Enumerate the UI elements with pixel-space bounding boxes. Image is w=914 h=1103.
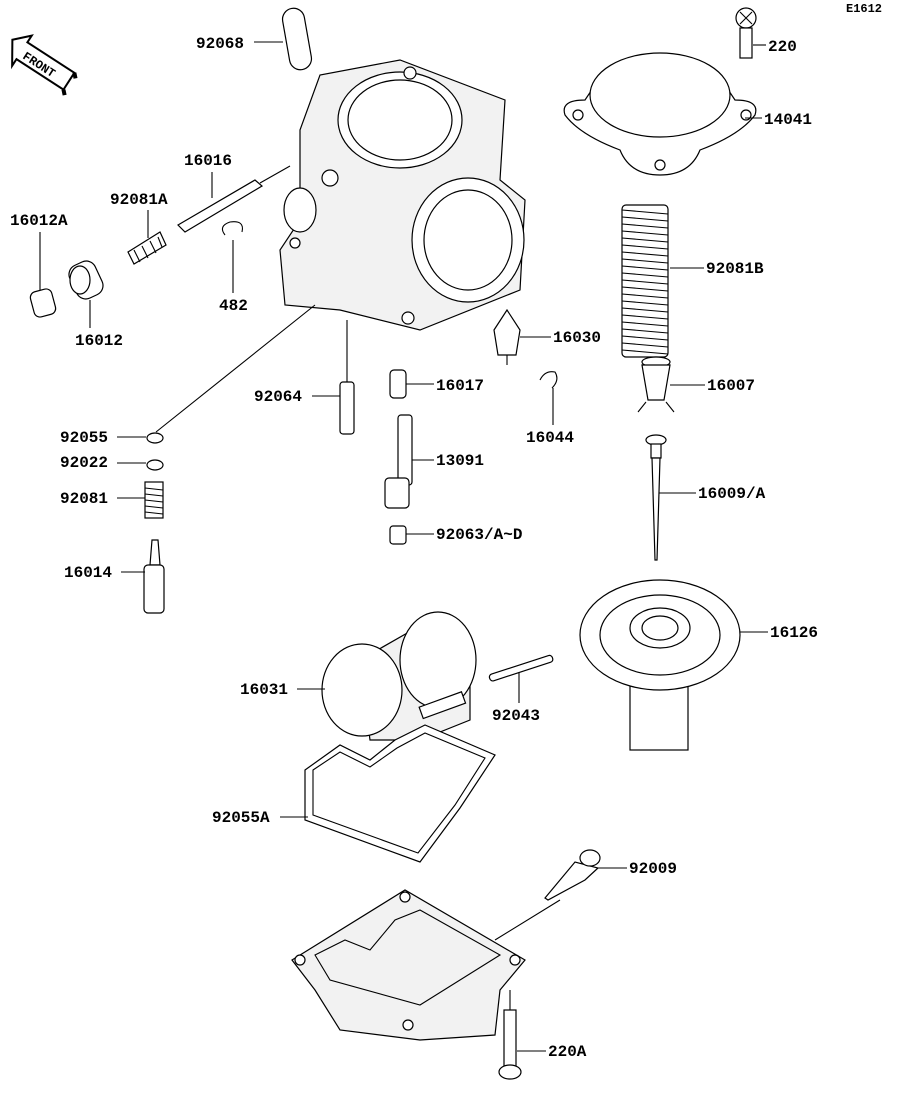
callout-16031: 16031 <box>240 681 325 699</box>
callout-16030: 16030 <box>520 329 601 347</box>
part-220A-drawing <box>498 1009 522 1080</box>
part-92068-drawing <box>281 7 313 71</box>
part-16009A-drawing <box>645 434 667 561</box>
callout-92055: 92055 <box>60 304 316 447</box>
part-number-label: 16007 <box>707 377 755 395</box>
part-number-label: 220A <box>548 1043 587 1061</box>
callout-92043: 92043 <box>492 672 540 725</box>
callout-16126: 16126 <box>740 624 818 642</box>
part-number-label: 16044 <box>526 429 574 447</box>
part-16017-drawing <box>389 369 407 399</box>
part-number-label: 92022 <box>60 454 108 472</box>
part-number-label: 16126 <box>770 624 818 642</box>
diagram-code: E1612 <box>846 2 882 16</box>
callout-16017: 16017 <box>406 377 484 395</box>
callout-92081: 92081 <box>60 490 145 508</box>
part-number-label: 92009 <box>629 860 677 878</box>
callout-13091: 13091 <box>412 452 484 470</box>
part-number-label: 92055A <box>212 809 270 827</box>
part-number-label: 13091 <box>436 452 484 470</box>
part-16012-drawing <box>68 260 104 300</box>
part-16030-drawing <box>493 308 521 365</box>
part-92055-drawing <box>146 432 164 444</box>
callout-220A: 220A <box>509 990 587 1061</box>
part-number-label: 16012 <box>75 332 123 350</box>
callout-92055A: 92055A <box>212 809 308 827</box>
callout-92081B: 92081B <box>670 260 764 278</box>
callout-16016: 16016 <box>184 152 232 198</box>
part-number-label: 92081 <box>60 490 108 508</box>
leader-line <box>509 990 546 1052</box>
leader-line <box>312 320 348 397</box>
part-number-label: 16031 <box>240 681 288 699</box>
leader-line <box>117 304 316 438</box>
part-number-label: 220 <box>768 38 797 56</box>
part-92081-drawing <box>144 481 164 519</box>
callout-16012: 16012 <box>75 300 123 350</box>
callout-482: 482 <box>219 240 248 315</box>
part-labels: 92068 220 14041 16016 92081A 16012A 16012 482 92… <box>10 35 818 1061</box>
part-16031-drawing <box>321 611 477 741</box>
part-number-label: 14041 <box>764 111 812 129</box>
part-float-bowl-drawing <box>291 889 526 1041</box>
callout-16014: 16014 <box>64 564 145 582</box>
part-number-label: 92081A <box>110 191 168 209</box>
part-16016-drawing <box>177 165 291 233</box>
part-number-label: 92081B <box>706 260 764 278</box>
part-number-label: 16014 <box>64 564 112 582</box>
part-16044-drawing <box>539 371 558 389</box>
part-carburetor-body-drawing <box>279 59 526 331</box>
callout-16012A: 16012A <box>10 212 68 290</box>
part-number-label: 16030 <box>553 329 601 347</box>
part-number-label: 16017 <box>436 377 484 395</box>
part-13091-drawing <box>384 414 413 509</box>
callout-220: 220 <box>753 38 797 56</box>
part-16014-drawing <box>143 539 165 614</box>
part-number-label: 16016 <box>184 152 232 170</box>
callout-16009A: 16009/A <box>659 485 766 503</box>
part-number-label: 16009/A <box>698 485 766 503</box>
part-number-label: 92068 <box>196 35 244 53</box>
callout-92081A: 92081A <box>110 191 168 238</box>
callout-16007: 16007 <box>670 377 755 395</box>
callout-92009: 92009 <box>494 860 677 941</box>
part-92081B-drawing <box>621 204 669 358</box>
part-92064-drawing <box>339 381 355 435</box>
part-92022-drawing <box>146 459 164 471</box>
callout-92022: 92022 <box>60 454 146 472</box>
part-16126-drawing <box>579 579 741 751</box>
part-16007-drawing <box>637 356 675 413</box>
part-number-label: 92064 <box>254 388 302 406</box>
part-92063-drawing <box>389 525 407 545</box>
part-92081A-drawing <box>127 231 167 265</box>
part-92055A-drawing <box>304 724 496 863</box>
part-number-label: 482 <box>219 297 248 315</box>
part-number-label: 92055 <box>60 429 108 447</box>
part-92043-drawing <box>488 654 554 682</box>
callout-92063: 92063/A~D <box>406 526 522 544</box>
part-number-label: 16012A <box>10 212 68 230</box>
callout-92064: 92064 <box>254 320 348 406</box>
front-arrow-logo: FRONT <box>11 34 78 96</box>
part-number-label: 92063/A~D <box>436 526 522 544</box>
callout-16044: 16044 <box>526 388 574 447</box>
part-482-drawing <box>221 221 244 236</box>
callout-14041: 14041 <box>745 111 812 129</box>
part-220-drawing <box>735 7 757 59</box>
leader-line <box>494 867 627 941</box>
part-16012A-drawing <box>29 288 57 318</box>
part-92009-drawing <box>544 849 601 901</box>
part-14041-drawing <box>563 52 757 176</box>
part-number-label: 92043 <box>492 707 540 725</box>
callout-92068: 92068 <box>196 35 283 53</box>
